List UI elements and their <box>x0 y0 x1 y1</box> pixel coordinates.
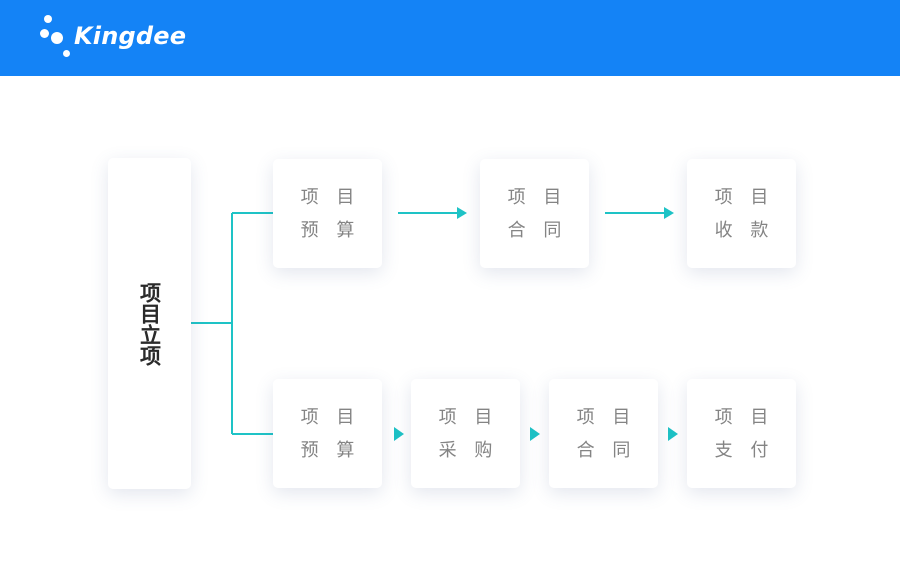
node-label: 项 目 合 同 <box>507 186 568 241</box>
node-bottom-project-procurement[interactable]: 项 目 采 购 <box>411 379 520 488</box>
node-bottom-project-contract[interactable]: 项 目 合 同 <box>549 379 658 488</box>
arrow-head-icon <box>394 427 404 441</box>
node-bottom-project-payment[interactable]: 项 目 支 付 <box>687 379 796 488</box>
node-label: 项 目 支 付 <box>714 406 775 461</box>
kingdee-dots-icon <box>38 13 72 59</box>
arrow-head-icon <box>530 427 540 441</box>
kingdee-logo[interactable]: Kingdee <box>38 13 186 59</box>
node-label: 项 目 收 款 <box>714 186 775 241</box>
node-top-project-collection[interactable]: 项 目 收 款 <box>687 159 796 268</box>
node-top-project-budget[interactable]: 项 目 预 算 <box>273 159 382 268</box>
root-connector-trunk <box>191 213 233 434</box>
node-label: 项 目 合 同 <box>576 406 637 461</box>
arrow-head-icon <box>457 207 467 219</box>
node-bottom-project-budget[interactable]: 项 目 预 算 <box>273 379 382 488</box>
arrow-head-icon <box>664 207 674 219</box>
node-project-initiation[interactable]: 项目立项 <box>108 158 191 489</box>
node-top-project-contract[interactable]: 项 目 合 同 <box>480 159 589 268</box>
node-label: 项 目 预 算 <box>300 186 361 241</box>
arrow-head-icon <box>668 427 678 441</box>
node-label: 项 目 采 购 <box>438 406 499 461</box>
node-label: 项目立项 <box>137 281 162 366</box>
header-bar: Kingdee <box>0 0 900 76</box>
node-label: 项 目 预 算 <box>300 406 361 461</box>
logo-text: Kingdee <box>74 22 187 50</box>
